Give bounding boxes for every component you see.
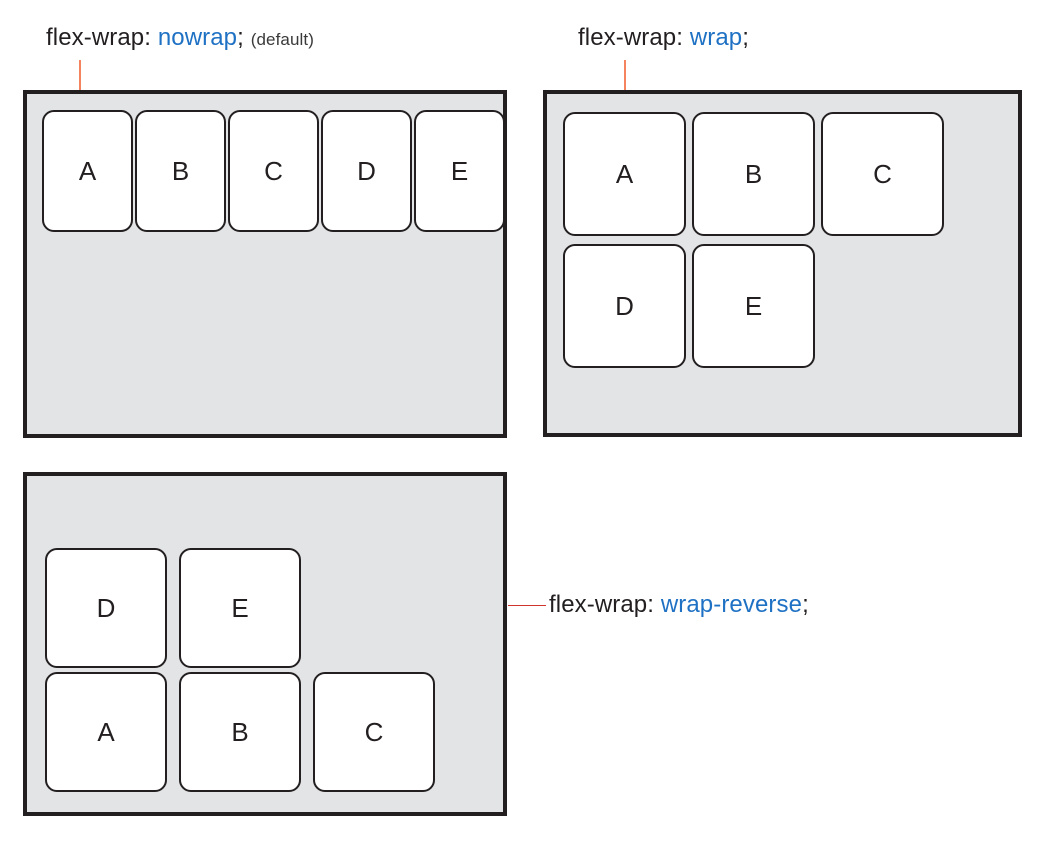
- label-semicolon-nowrap: ;: [237, 24, 244, 51]
- flex-item: C: [821, 112, 944, 236]
- label-flex-wrap-wrap-reverse: flex-wrap: wrap-reverse;: [549, 591, 809, 619]
- connector-line-wrap: [624, 60, 626, 91]
- flex-container-wrap: A B C D E: [543, 90, 1022, 437]
- flex-container-nowrap: A B C D E: [23, 90, 507, 438]
- label-semicolon-wrap: ;: [742, 24, 750, 51]
- label-semicolon-wrap-reverse: ;: [802, 591, 809, 618]
- flex-item: E: [179, 548, 301, 668]
- label-property-wrap: flex-wrap:: [578, 24, 684, 51]
- flex-item: D: [563, 244, 686, 368]
- connector-line-wrap-reverse: [508, 605, 546, 606]
- label-property-wrap-reverse: flex-wrap:: [549, 591, 655, 618]
- flex-item: B: [692, 112, 815, 236]
- flex-item: B: [135, 110, 226, 232]
- flex-item: D: [45, 548, 167, 668]
- label-value-wrap: wrap: [689, 24, 743, 51]
- flex-item: E: [692, 244, 815, 368]
- flex-item: D: [321, 110, 412, 232]
- label-value-wrap-reverse: wrap-reverse: [660, 591, 803, 618]
- flex-item: C: [228, 110, 319, 232]
- flex-item: A: [563, 112, 686, 236]
- label-flex-wrap-nowrap: flex-wrap: nowrap; (default): [46, 24, 314, 54]
- connector-line-nowrap: [79, 60, 81, 92]
- flex-item: C: [313, 672, 435, 792]
- label-property-nowrap: flex-wrap:: [46, 24, 152, 51]
- label-flex-wrap-wrap: flex-wrap: wrap;: [578, 24, 749, 52]
- flex-container-wrap-reverse: A B C D E: [23, 472, 507, 816]
- flex-item: E: [414, 110, 505, 232]
- flex-item: B: [179, 672, 301, 792]
- flex-item: A: [45, 672, 167, 792]
- label-note-default: (default): [250, 30, 314, 49]
- label-value-nowrap: nowrap: [157, 24, 238, 51]
- flex-item: A: [42, 110, 133, 232]
